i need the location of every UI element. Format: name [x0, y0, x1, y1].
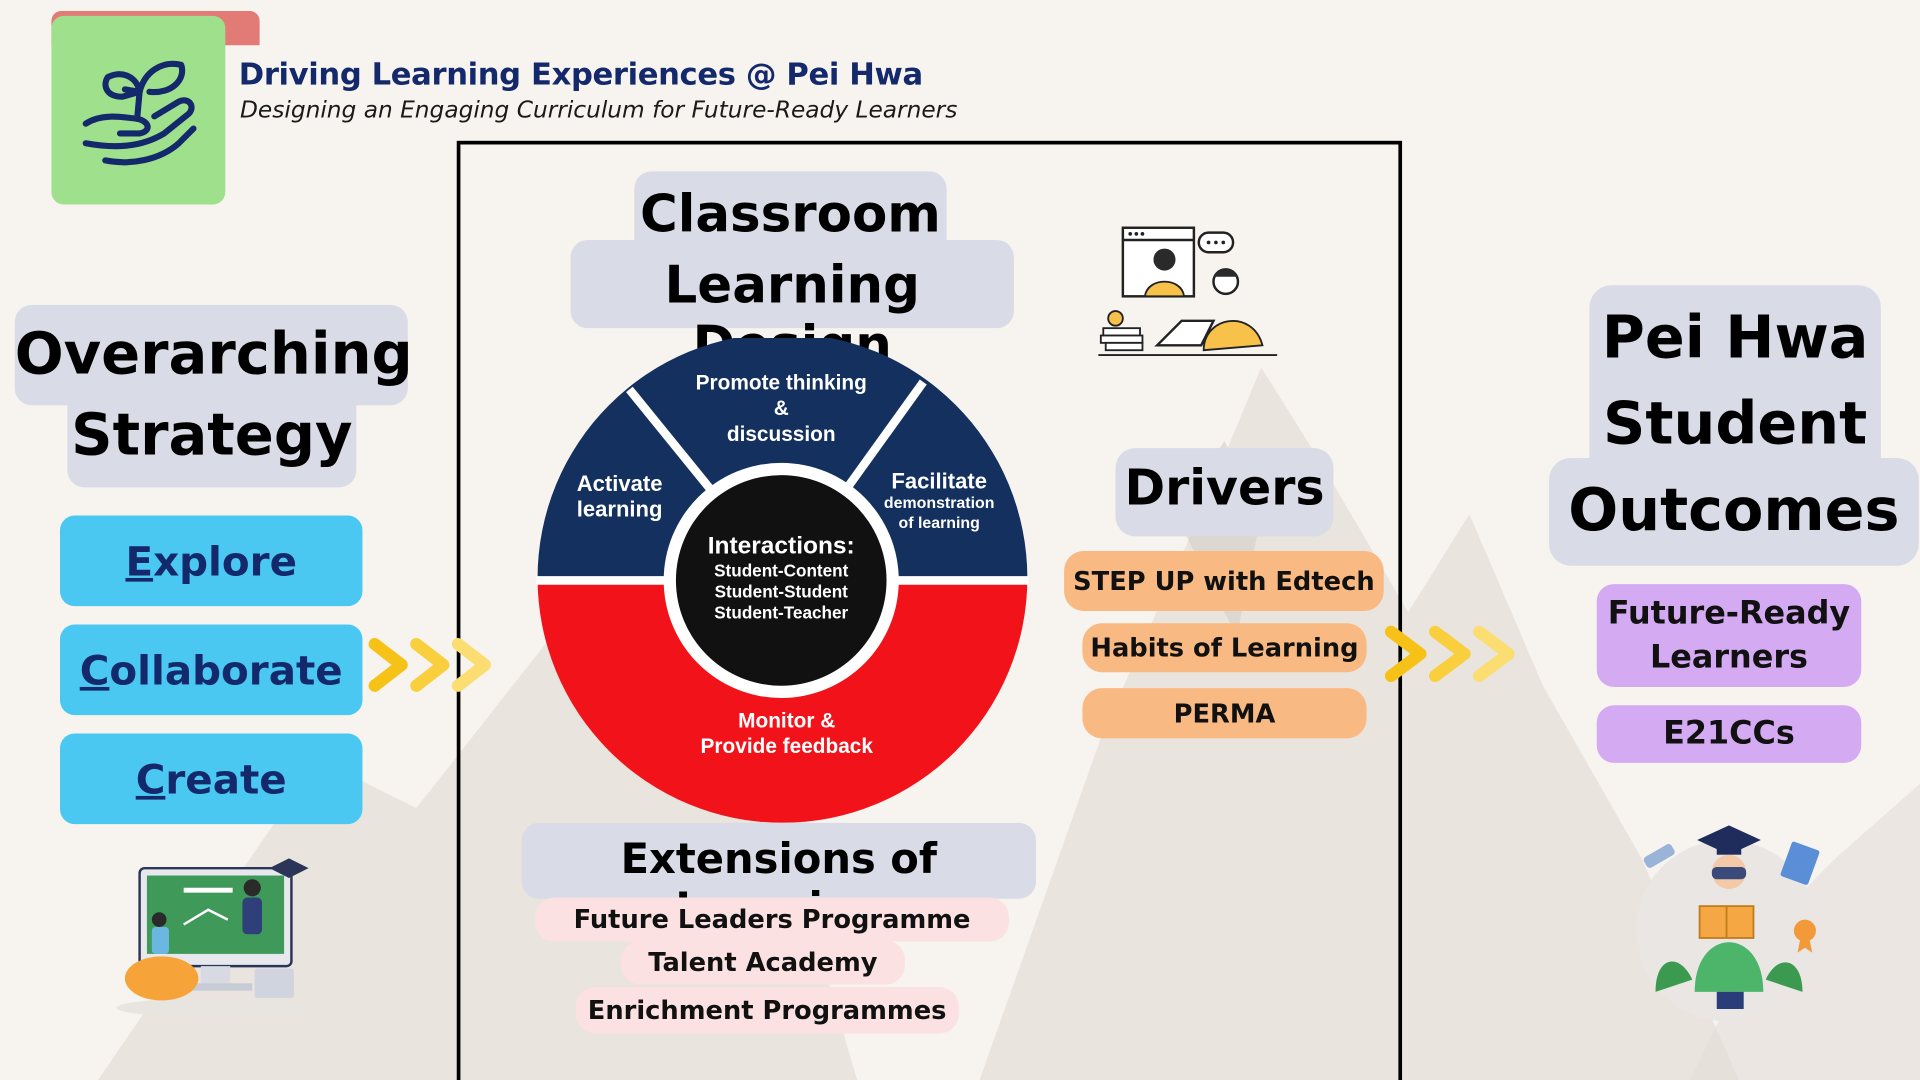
outcomes-heading-line2: Student — [1603, 389, 1868, 458]
chevron-arrow-icon — [1384, 625, 1515, 683]
strategy-heading-line1: Overarching — [14, 320, 413, 389]
strategy-heading-bg-1 — [14, 304, 408, 406]
wheel-label-monitor: Monitor & Provide feedback — [700, 708, 873, 758]
wheel-label-promote: Promote thinking & discussion — [695, 371, 867, 446]
drivers-heading: Drivers — [1124, 460, 1325, 517]
drivers-heading-bg — [1115, 448, 1334, 537]
logo — [51, 15, 226, 205]
design-heading-line1: Classroom — [639, 183, 941, 244]
wheel-bottom-half — [537, 577, 1028, 823]
extension-talent-academy: Talent Academy — [620, 940, 905, 985]
driver-perma: PERMA — [1082, 688, 1367, 739]
outcomes-heading-line3: Outcomes — [1568, 476, 1900, 545]
explore-initial: E — [125, 536, 154, 585]
wheel-center-label: Interactions: Student-Content Student-St… — [707, 532, 855, 623]
online-teaching-illustration — [1098, 226, 1278, 357]
page-title: Driving Learning Experiences @ Pei Hwa — [238, 56, 923, 92]
design-heading-bg-2 — [570, 240, 1014, 329]
wheel-top-half — [537, 337, 1028, 578]
extensions-heading-bg — [521, 822, 1036, 899]
extension-future-leaders: Future Leaders Programme — [535, 897, 1009, 942]
outcomes-heading-bg-2 — [1548, 457, 1919, 566]
collaborate-initial: C — [79, 645, 110, 694]
learning-design-wheel — [536, 337, 1029, 823]
page-subtitle: Designing an Engaging Curriculum for Fut… — [240, 96, 958, 124]
outcomes-heading-bg-1 — [1589, 285, 1881, 482]
outcome-e21ccs: E21CCs — [1596, 705, 1862, 763]
explore-rest: xplore — [153, 536, 297, 585]
learning-design-frame — [456, 140, 1403, 1080]
graduate-student-illustration — [1635, 825, 1820, 1022]
extension-enrichment: Enrichment Programmes — [575, 986, 959, 1034]
create-initial: C — [135, 754, 166, 803]
driver-edtech: STEP UP with Edtech — [1064, 551, 1384, 612]
driver-habits: Habits of Learning — [1082, 623, 1367, 673]
create-rest: reate — [165, 754, 287, 803]
outcomes-heading-line1: Pei Hwa — [1601, 303, 1869, 373]
outcome-future-ready: Future-Ready Learners — [1596, 584, 1862, 687]
wheel-label-facilitate: Facilitate demonstration of learning — [883, 468, 995, 532]
wheel-label-activate: Activate learning — [576, 471, 663, 522]
collaborate-rest: ollaborate — [109, 645, 343, 694]
sprout-hand-icon — [82, 60, 197, 166]
chevron-arrow-icon — [368, 637, 492, 692]
classroom-computer-illustration — [116, 858, 313, 1018]
strategy-heading-bg-2 — [67, 389, 357, 488]
strategy-heading-line2: Strategy — [71, 401, 353, 469]
